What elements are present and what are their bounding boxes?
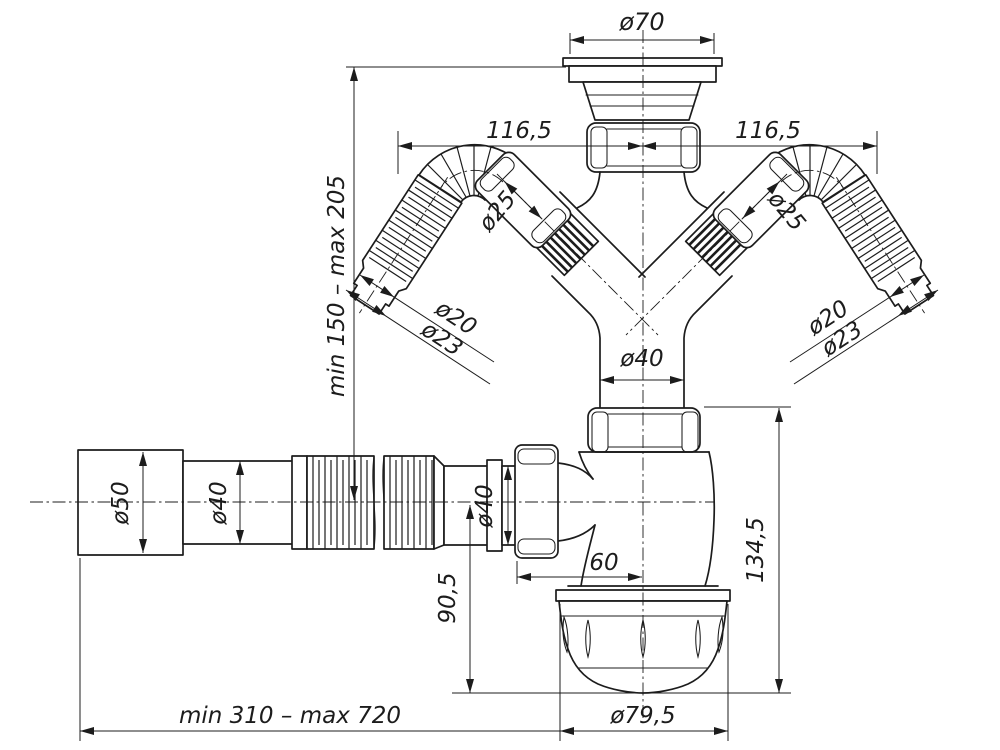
label-body-height: 134,5	[743, 517, 769, 583]
label-inlet-pipe-diameter: ø40	[619, 346, 663, 372]
corrugated-hose-right	[821, 173, 935, 315]
outlet-end-50	[77, 449, 184, 556]
dim-outlet-end-diameter: ø50	[108, 452, 147, 553]
label-outlet-nut-diameter: ø40	[472, 484, 498, 528]
label-branch-span-left: 116,5	[486, 118, 552, 144]
dim-outlet-drop: 90,5	[435, 505, 474, 693]
dim-flange-diameter: ø70	[569, 8, 715, 54]
cup-ribs	[562, 615, 724, 659]
label-outlet-end-diameter: ø50	[108, 481, 134, 525]
dim-outlet-offset: 60	[516, 550, 642, 584]
dim-inlet-pipe-diameter: ø40	[600, 346, 684, 384]
dim-body-height: 134,5	[452, 406, 791, 694]
outlet-corrugation-b	[383, 455, 435, 550]
label-outlet-offset: 60	[589, 550, 618, 576]
y-junction-body	[551, 171, 733, 409]
dim-height-range: min 150 – max 205	[324, 66, 566, 500]
corrugated-hose-left	[349, 173, 463, 315]
dim-outlet-pipe-diameter: ø40	[206, 461, 244, 544]
label-branch-span-right: 116,5	[735, 118, 801, 144]
outlet-corrugation-a	[306, 455, 386, 550]
tailpiece-nut	[586, 122, 701, 173]
label-flange-diameter: ø70	[618, 8, 664, 36]
sink-flange	[562, 57, 723, 121]
dim-branch-span-left: 116,5	[397, 118, 642, 174]
label-outlet-pipe-diameter: ø40	[206, 481, 232, 525]
label-outlet-drop: 90,5	[435, 572, 461, 623]
dim-branch-span-right: 116,5	[642, 118, 878, 174]
body-inlet-nut	[587, 407, 701, 453]
branch-right	[684, 143, 935, 315]
outlet-nut	[514, 444, 559, 559]
label-length-range: min 310 – max 720	[179, 703, 401, 729]
label-cup-diameter: ø79,5	[609, 703, 675, 729]
dim-bottom: min 310 – max 720 ø79,5	[79, 558, 729, 741]
branch-left	[349, 143, 600, 315]
dim-outlet-nut-diameter: ø40	[472, 466, 512, 545]
label-height-range: min 150 – max 205	[324, 175, 350, 397]
